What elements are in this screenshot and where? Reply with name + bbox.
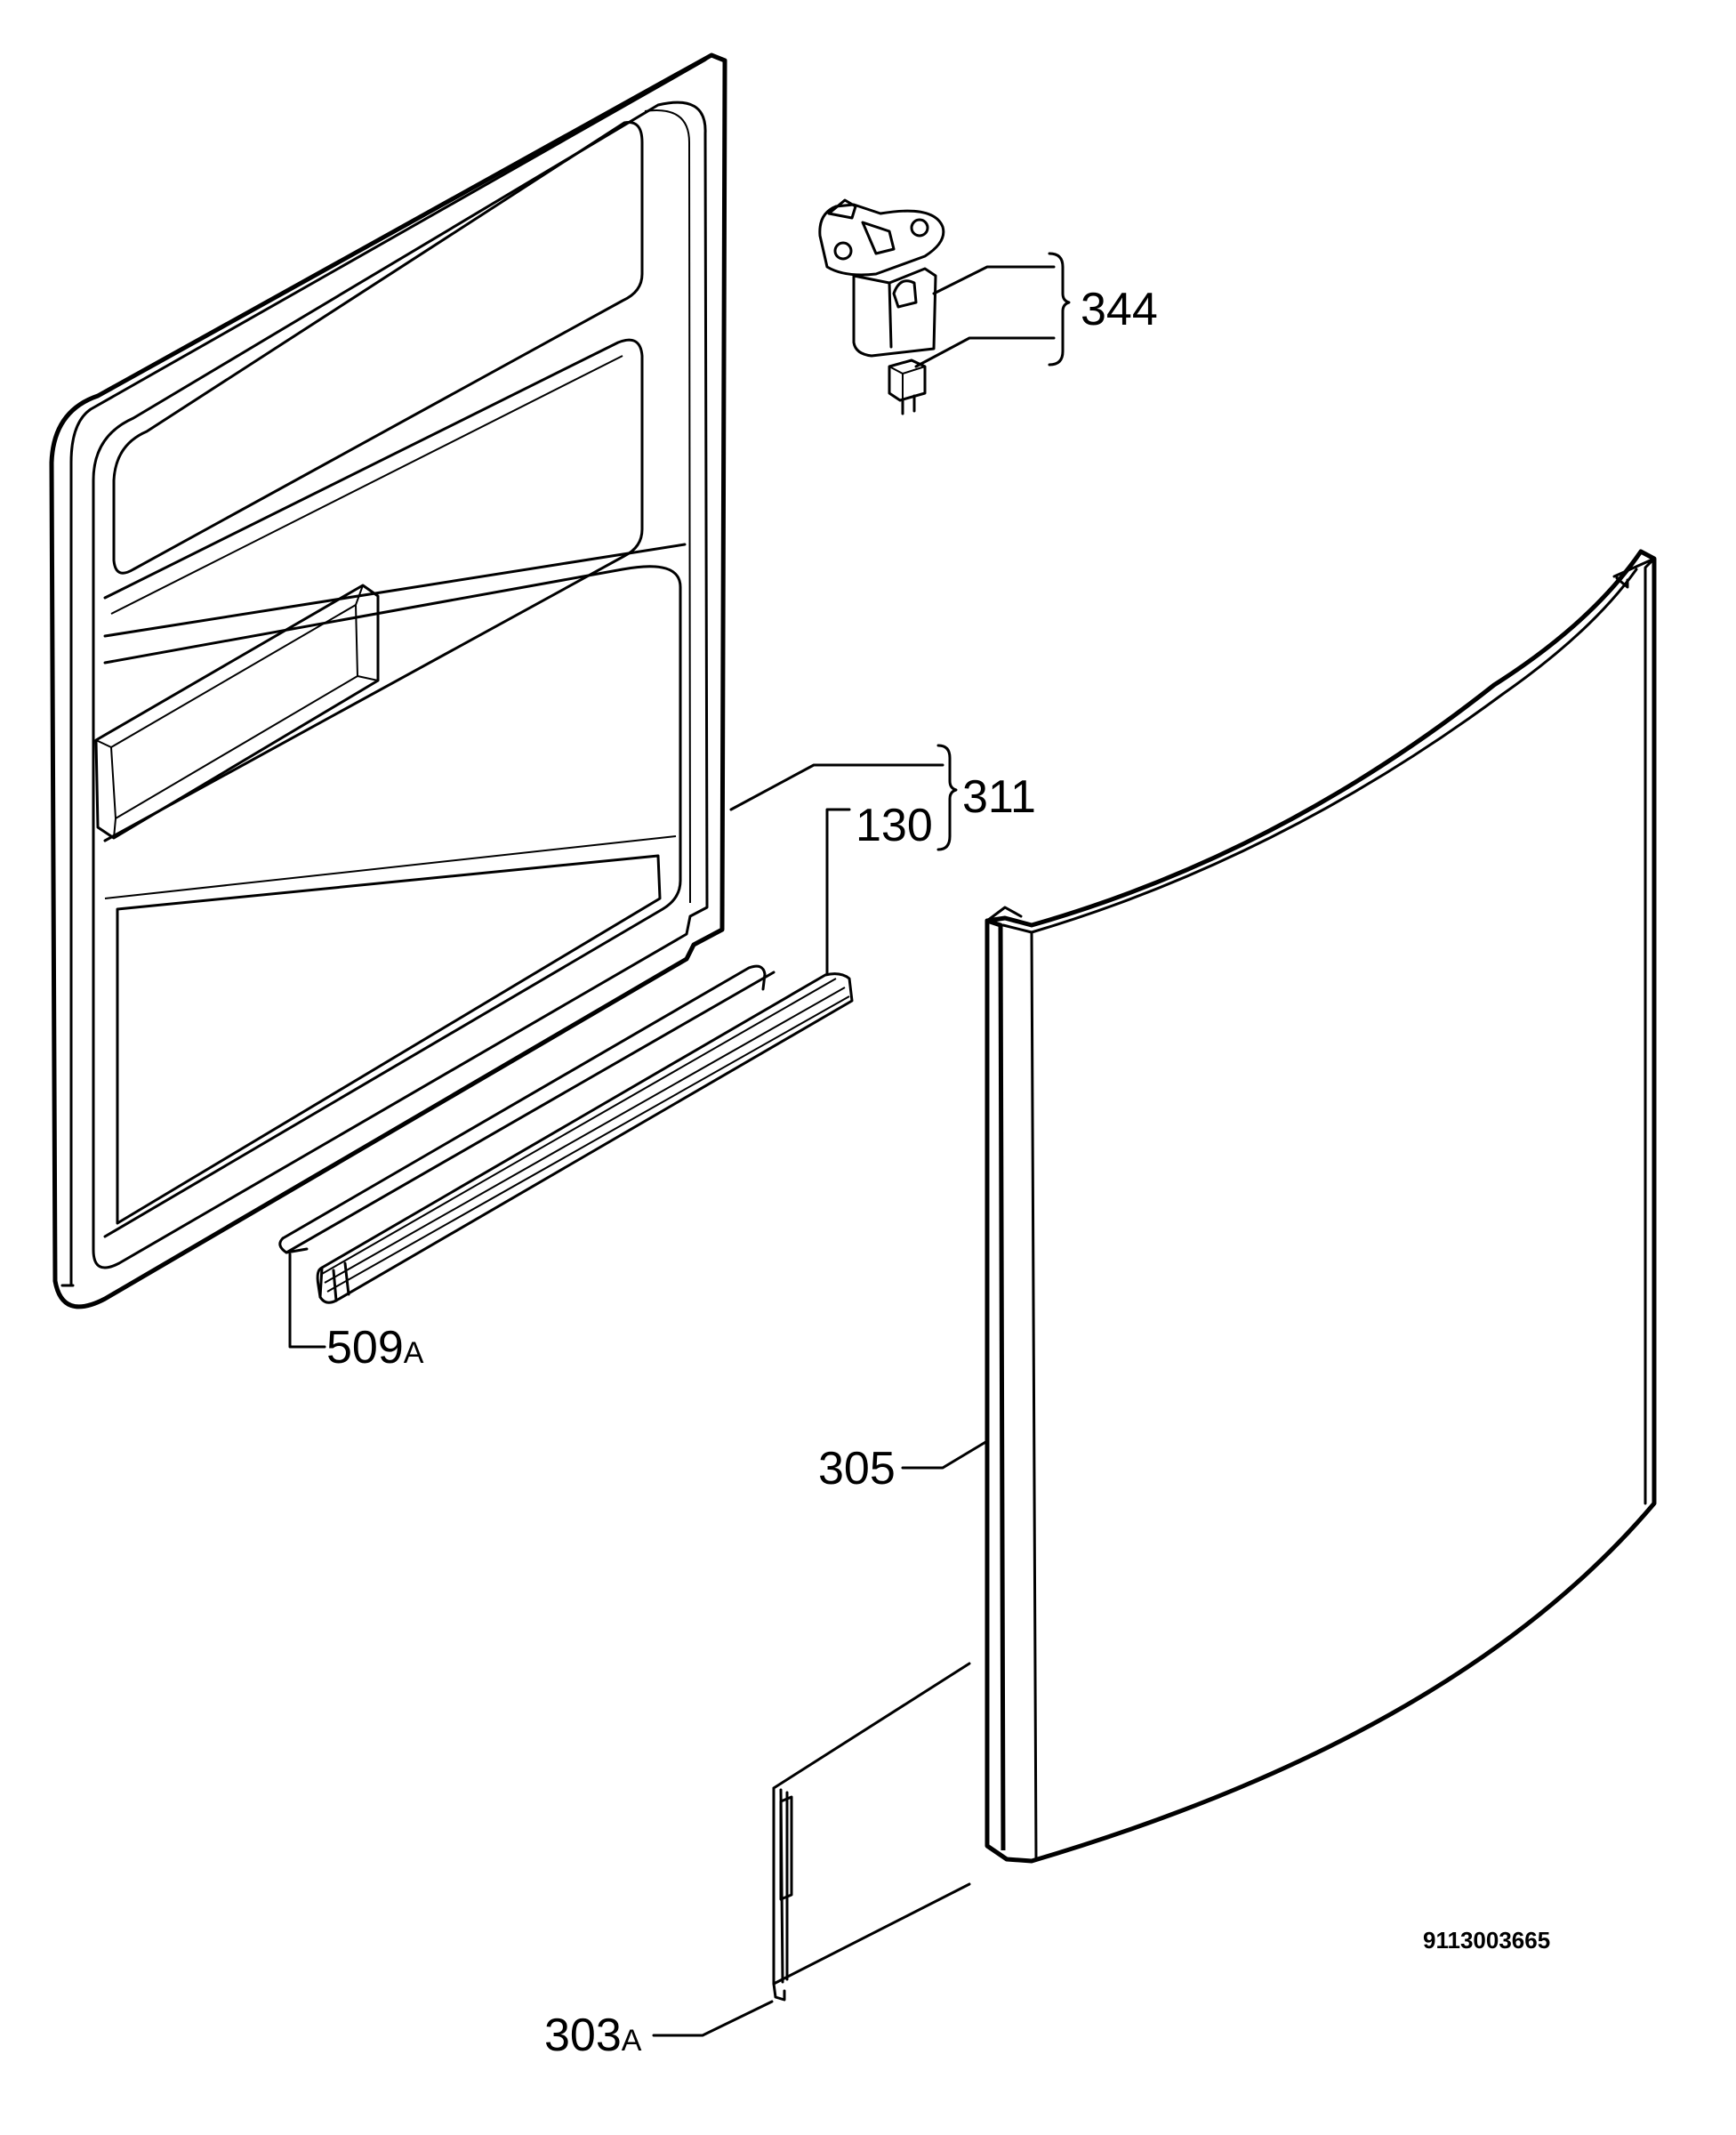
drawing-code: 9113003665 — [1423, 1927, 1550, 1954]
label-311: 311 — [962, 771, 1036, 823]
label-303a: 303A — [544, 2010, 642, 2061]
label-303a-number: 303 — [544, 2010, 622, 2061]
door-gasket-seal — [316, 972, 854, 1304]
kick-plate — [772, 1662, 971, 2002]
label-303a-suffix: A — [622, 2024, 642, 2058]
outer-door-panel — [985, 549, 1657, 1864]
hinge-wire-rod — [278, 964, 776, 1254]
label-305: 305 — [818, 1443, 896, 1494]
leader-lines — [288, 252, 1071, 2037]
label-344: 344 — [1081, 284, 1158, 335]
label-509a-number: 509 — [326, 1322, 404, 1374]
door-latch-assembly — [818, 198, 945, 415]
label-130: 130 — [856, 800, 933, 851]
label-509a: 509A — [326, 1322, 424, 1374]
label-509a-suffix: A — [404, 1336, 424, 1370]
inner-door-panel — [49, 52, 727, 1309]
